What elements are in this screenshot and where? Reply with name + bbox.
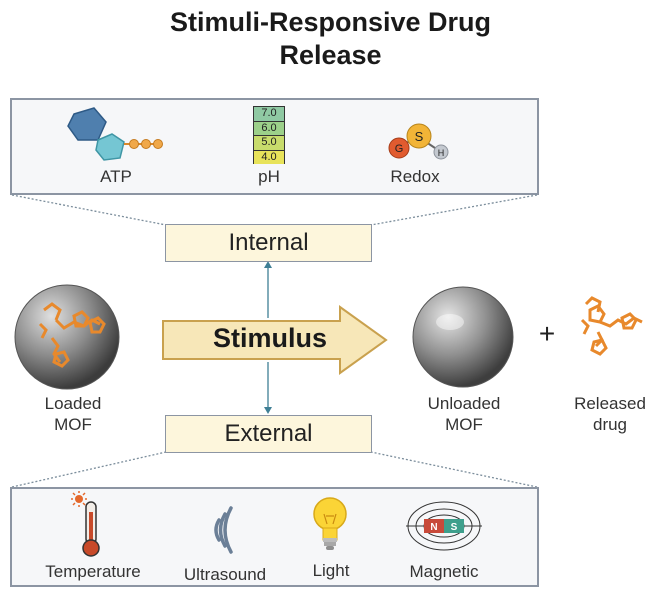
loaded-mof-label: Loaded MOF [18,393,128,435]
loaded-drug-molecules [38,302,106,368]
external-stimuli-panel [10,487,539,587]
magnet-south-pole: S [451,522,458,533]
released-drug-label: Released drug [555,393,661,435]
magnet-north-pole: N [430,522,437,533]
redox-molecule-icon: G S H [388,123,449,160]
magnet-icon: N S [406,501,482,551]
external-box: External [165,415,372,453]
title-line-2: Release [279,40,382,70]
light-bulb-icon [313,497,347,550]
ph-scale-icon: 7.0 6.0 5.0 4.0 [253,106,285,164]
stimulus-label: Stimulus [212,323,327,353]
unloaded-label-line-2: MOF [445,415,483,434]
released-label-line-1: Released [574,394,646,413]
ph-value: 6.0 [254,121,284,136]
magnetic-label: Magnetic [409,562,479,581]
ultrasound-icon [214,506,233,554]
thermometer-icon [71,491,100,557]
unloaded-mof-label: Unloaded MOF [409,393,519,435]
released-drug-molecule [580,296,643,356]
redox-atom-g: G [395,143,404,155]
atp-molecule-icon [67,107,163,161]
ph-value: 7.0 [254,107,284,122]
ultrasound-label: Ultrasound [183,565,267,584]
internal-box: Internal [165,224,372,262]
released-label-line-2: drug [592,415,628,434]
loaded-mof-sphere [14,284,120,390]
ph-label: pH [258,167,280,186]
plus-sign: + [538,318,556,349]
ph-value: 5.0 [254,136,284,151]
stimulus-arrow [162,305,388,375]
unloaded-mof-sphere [412,286,514,388]
redox-label: Redox [390,167,440,186]
redox-atom-h: H [438,148,445,158]
unloaded-label-line-1: Unloaded [427,394,501,413]
ph-value: 4.0 [254,150,284,164]
redox-atom-s: S [415,129,424,144]
light-label: Light [312,561,350,580]
loaded-label-line-2: MOF [54,415,92,434]
temperature-label: Temperature [45,562,141,581]
loaded-label-line-1: Loaded [44,394,102,413]
title-line-1: Stimuli-Responsive Drug [169,7,492,37]
diagram-title: Stimuli-Responsive Drug Release [0,6,661,72]
atp-label: ATP [100,167,132,186]
